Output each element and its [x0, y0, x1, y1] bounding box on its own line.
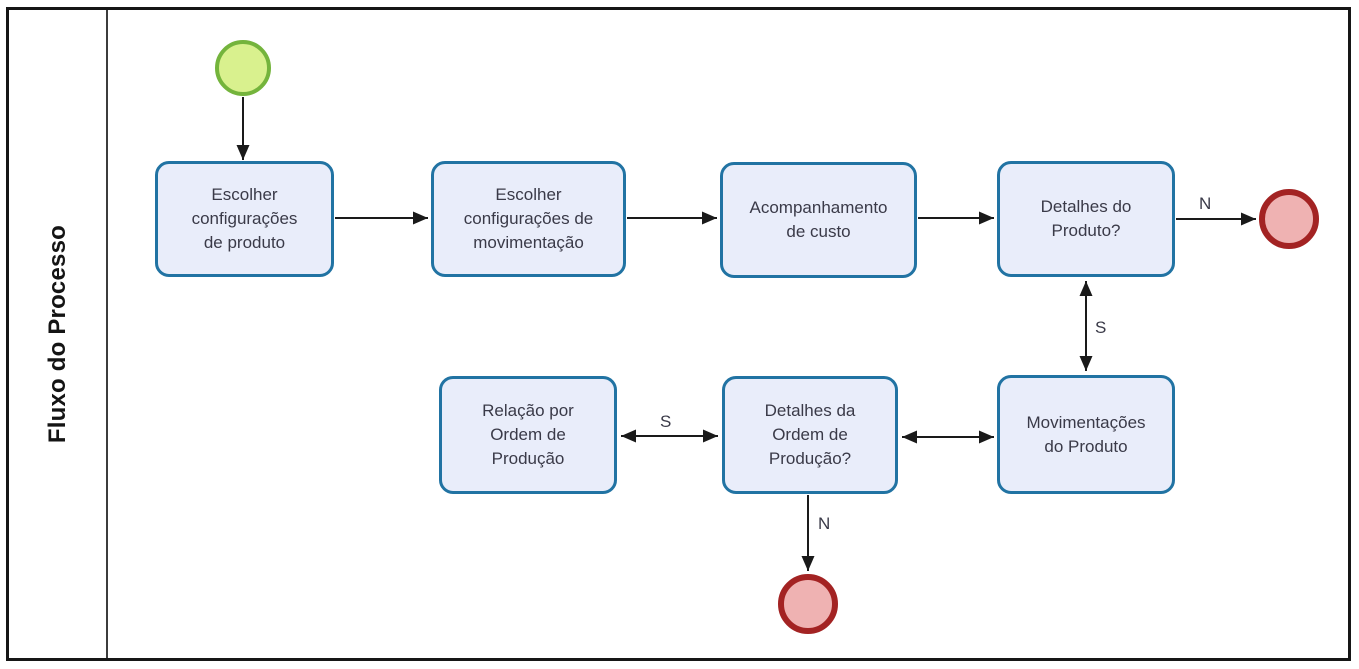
task-detalhes-ordem-producao: Detalhes da Ordem de Produção?: [722, 376, 898, 494]
edge-label-n-detalhes-produto: N: [1199, 194, 1212, 213]
task-label: Acompanhamento de custo: [749, 198, 888, 241]
edge-label-s-detalhes-produto: S: [1095, 318, 1107, 337]
task-relacao-ordem-producao: Relação por Ordem de Produção: [439, 376, 617, 494]
lane-header: Fluxo do Processo: [9, 10, 108, 658]
edge-label-s-detalhes-ordem: S: [660, 412, 672, 431]
task-label: Detalhes do Produto?: [1040, 197, 1132, 240]
end-event-top: [1259, 189, 1319, 249]
task-label: Relação por Ordem de Produção: [482, 401, 574, 468]
task-escolher-configuracoes-movimentacao: Escolher configurações de movimentação: [431, 161, 626, 277]
edge-label-n-detalhes-ordem: N: [818, 514, 831, 533]
start-event: [215, 40, 271, 96]
task-acompanhamento-custo: Acompanhamento de custo: [720, 162, 917, 278]
task-escolher-configuracoes-produto: Escolher configurações de produto: [155, 161, 334, 277]
task-label: Detalhes da Ordem de Produção?: [764, 401, 856, 468]
task-detalhes-produto: Detalhes do Produto?: [997, 161, 1175, 277]
task-label: Movimentações do Produto: [1026, 412, 1146, 456]
lane-title: Fluxo do Processo: [43, 224, 71, 444]
end-event-bottom: [778, 574, 838, 634]
task-movimentacoes-produto: Movimentações do Produto: [997, 375, 1175, 494]
task-label: Escolher configurações de movimentação: [463, 185, 594, 252]
process-pool: Fluxo do Processo: [6, 7, 1351, 661]
task-label: Escolher configurações de produto: [191, 185, 298, 252]
